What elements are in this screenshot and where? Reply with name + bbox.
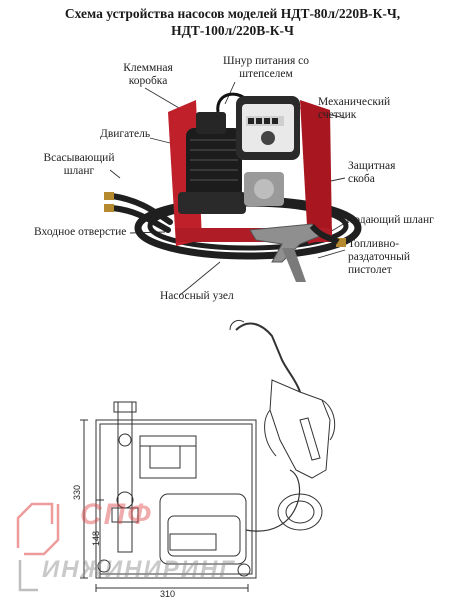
- label-motor: Двигатель: [100, 128, 151, 140]
- label-suction-hose: Всасывающий шланг: [43, 152, 115, 177]
- label-terminal-box: Клеммная коробка: [123, 62, 173, 87]
- diagram-title-line2: НДТ-100л/220В-К-Ч: [171, 23, 294, 38]
- label-nozzle: Топливно- раздаточный пистолет: [348, 238, 410, 276]
- watermark-brand-bottom: ИНЖИНИРИНГ: [42, 556, 237, 583]
- label-power-cord: Шнур питания со штепселем: [222, 55, 310, 80]
- label-guard: Защитная скоба: [348, 160, 396, 185]
- dimension-width: 310: [160, 589, 176, 599]
- label-mechanical-counter: Механический счетчик: [318, 96, 391, 121]
- diagram-title-line1: Схема устройства насосов моделей НДТ-80л…: [64, 6, 401, 21]
- label-delivery-hose: Подающий шланг: [346, 214, 434, 226]
- watermark-brand-top: СПФ: [80, 498, 153, 531]
- label-inlet: Входное отверстие: [34, 226, 127, 238]
- dimension-height-part: 148: [91, 530, 102, 547]
- label-pump-unit: Насосный узел: [160, 290, 234, 302]
